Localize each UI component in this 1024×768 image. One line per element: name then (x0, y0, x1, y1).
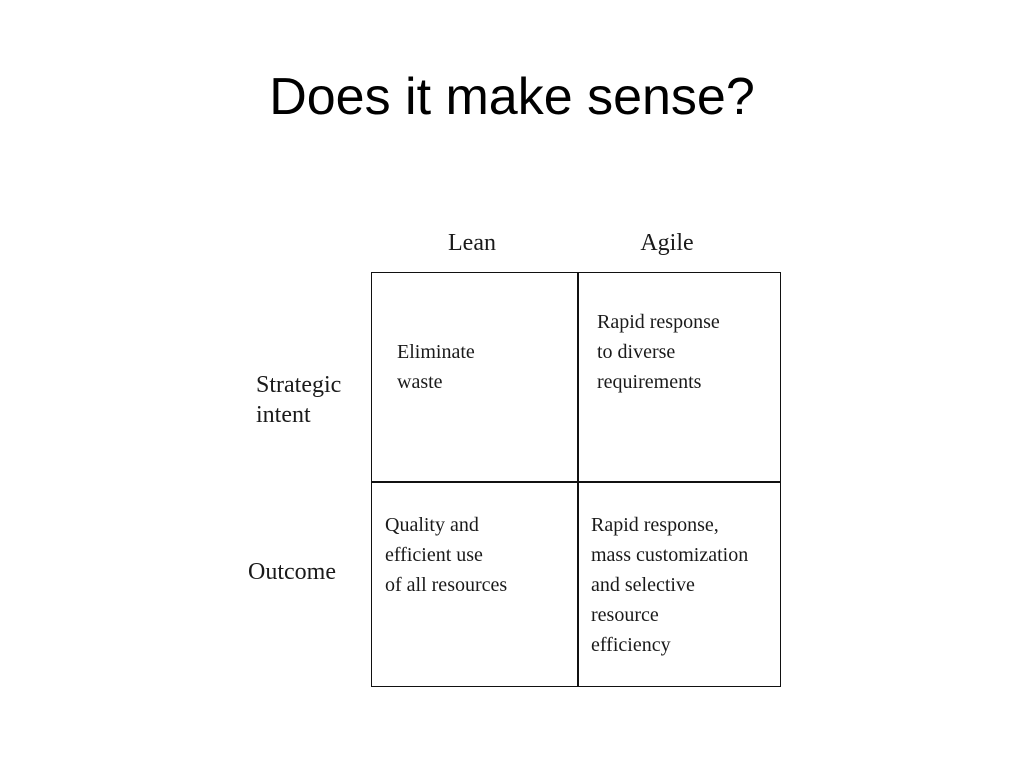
cell-lean-strategic-intent: Eliminate waste (397, 341, 475, 393)
matrix-horizontal-divider (371, 481, 781, 483)
matrix-grid-border (371, 272, 781, 687)
cell-lean-outcome: Quality and efficient use of all resourc… (385, 514, 508, 596)
cell-agile-outcome: Rapid response, mass customization and s… (591, 514, 749, 656)
column-header-agile: Agile (640, 230, 694, 256)
matrix-vertical-divider (577, 272, 579, 687)
cell-agile-strategic-intent: Rapid response to diverse requirements (597, 311, 720, 393)
row-header-outcome: Outcome (248, 559, 336, 585)
slide-title: Does it make sense? (269, 68, 755, 126)
column-header-lean: Lean (448, 230, 496, 256)
row-header-strategic-intent: Strategic intent (256, 372, 342, 428)
